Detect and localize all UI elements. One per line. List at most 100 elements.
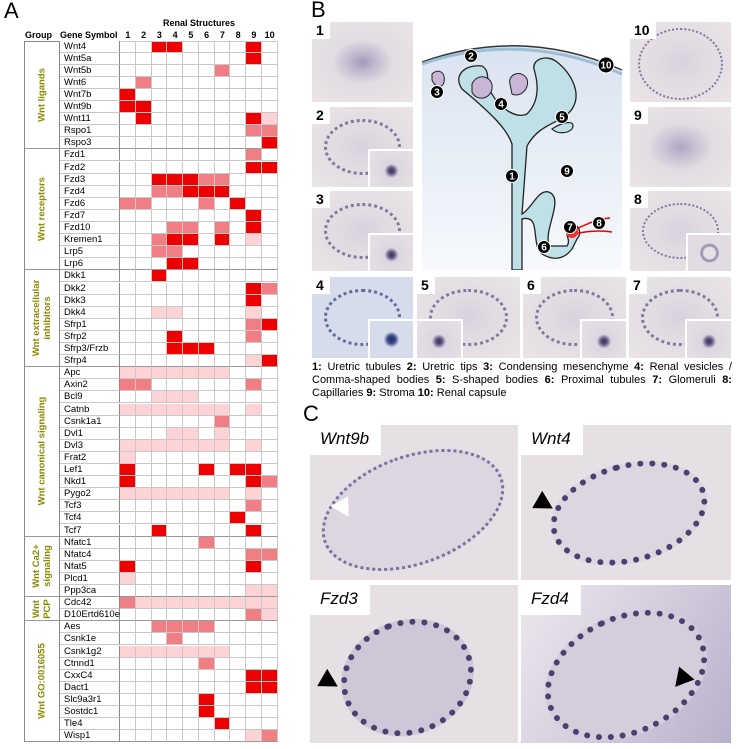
heatmap-cell — [246, 40, 262, 53]
heatmap-cell — [183, 270, 199, 283]
heatmap-cell — [120, 343, 136, 356]
heatmap-cell — [214, 476, 231, 489]
gene-label: Frat2 — [60, 451, 120, 464]
heatmap-cell — [135, 234, 152, 247]
heatmap-cell — [151, 367, 168, 380]
heatmap-cell — [214, 258, 231, 271]
heatmap-cell — [151, 330, 168, 343]
heatmap-cell — [230, 488, 246, 501]
heatmap-cell — [120, 693, 136, 706]
heatmap-cell — [261, 681, 278, 694]
heatmap-cell — [198, 270, 215, 283]
heatmap-cell — [230, 439, 246, 452]
gene-label: Nfatc1 — [60, 536, 120, 549]
group-label: Wnt ligands — [36, 68, 48, 122]
heatmap-cell — [198, 367, 215, 380]
heatmap-cell — [167, 730, 183, 743]
heatmap-cell — [151, 258, 168, 271]
heatmap-cell — [261, 609, 278, 622]
heatmap-cell — [120, 669, 136, 682]
heatmap-cell — [135, 657, 152, 670]
heatmap-cell — [198, 560, 215, 573]
heatmap-cell — [261, 403, 278, 416]
heatmap-cell — [214, 669, 231, 682]
heatmap-cell — [167, 258, 183, 271]
heatmap-cell — [183, 415, 199, 428]
heatmap-cell — [183, 391, 199, 404]
heatmap-cell — [135, 500, 152, 513]
heatmap-cell — [183, 512, 199, 525]
heatmap-cell — [198, 330, 215, 343]
heatmap-cell — [246, 488, 262, 501]
renal-capsule — [422, 45, 623, 71]
heatmap-cell — [246, 161, 262, 174]
heatmap-cell — [151, 657, 168, 670]
heatmap-cell — [214, 451, 231, 464]
group-cell: Wnt canonical signaling — [24, 367, 60, 537]
heatmap-cell — [198, 234, 215, 247]
heatmap-cell — [167, 234, 183, 247]
column-header: 2 — [141, 30, 147, 40]
legend-number: 4: — [634, 361, 644, 373]
heatmap-cell — [120, 548, 136, 561]
heatmap-cell — [214, 355, 231, 368]
heatmap-cell — [246, 209, 262, 222]
heatmap-cell — [183, 645, 199, 658]
heatmap-cell — [167, 173, 183, 186]
heatmap-cell — [230, 597, 246, 610]
gene-label: Lrp6 — [60, 258, 120, 271]
heatmap-cell — [151, 681, 168, 694]
heatmap-cell — [183, 403, 199, 416]
heatmap-cell — [120, 40, 136, 53]
heatmap-cell — [151, 693, 168, 706]
heatmap-cell — [214, 681, 231, 694]
heatmap-cell — [198, 355, 215, 368]
heatmap-cell — [167, 718, 183, 731]
heatmap-cell — [135, 464, 152, 477]
heatmap-cell — [198, 40, 215, 53]
heatmap-cell — [120, 730, 136, 743]
in-situ-image-wnt4: Wnt4 — [521, 425, 731, 580]
heatmap-cell — [120, 185, 136, 198]
heatmap-cell — [246, 476, 262, 489]
heatmap-cell — [246, 427, 262, 440]
heatmap-cell — [230, 451, 246, 464]
heatmap-cell — [151, 572, 168, 585]
gene-label: Sfrp4 — [60, 355, 120, 368]
heatmap-cell — [261, 52, 278, 65]
heatmap-cell — [167, 451, 183, 464]
heatmap-cell — [230, 524, 246, 537]
heatmap-cell — [261, 246, 278, 259]
heatmap-cell — [120, 718, 136, 731]
heatmap-cell — [246, 693, 262, 706]
heatmap-cell — [261, 730, 278, 743]
legend-text: Condensing mesenchyme — [498, 361, 629, 373]
heatmap-cell — [135, 621, 152, 634]
heatmap-cell — [151, 222, 168, 235]
gene-label: Sostdc1 — [60, 706, 120, 719]
heatmap-cell — [120, 633, 136, 646]
heatmap-cell — [183, 101, 199, 114]
heatmap-cell — [120, 306, 136, 319]
heatmap-cell — [151, 76, 168, 89]
heatmap-cell — [198, 585, 215, 598]
heatmap-cell — [120, 597, 136, 610]
group-cell: Wnt extracellular inhibitors — [24, 270, 60, 368]
micrograph-tile: 10 — [630, 22, 731, 102]
heatmap-cell — [183, 597, 199, 610]
column-header: 8 — [235, 30, 241, 40]
heatmap-cell — [230, 415, 246, 428]
gene-label: Nfatc4 — [60, 548, 120, 561]
tile-number: 1 — [312, 22, 330, 39]
heatmap-cell — [261, 113, 278, 126]
group-label: Wnt extracellular inhibitors — [31, 280, 53, 357]
heatmap-cell — [214, 391, 231, 404]
heatmap-cell — [261, 706, 278, 719]
heatmap-cell — [151, 609, 168, 622]
heatmap-cell — [261, 40, 278, 53]
heatmap-cell — [183, 476, 199, 489]
gene-label: Apc — [60, 367, 120, 380]
heatmap-cell — [151, 706, 168, 719]
heatmap-cell — [135, 476, 152, 489]
heatmap-cell — [135, 548, 152, 561]
